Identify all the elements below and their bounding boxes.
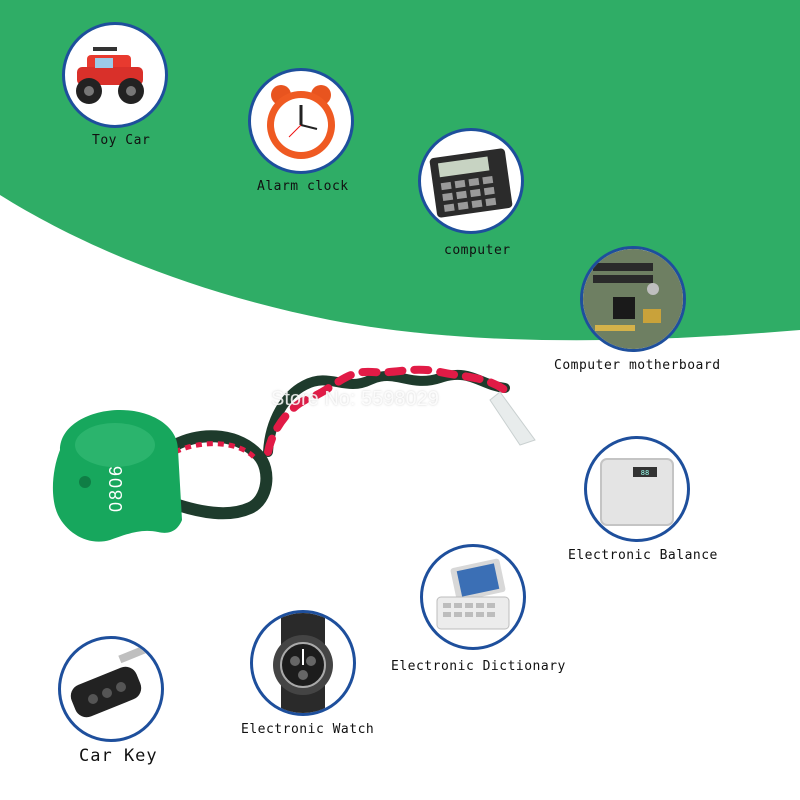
watch-circle	[250, 610, 356, 716]
label-dictionary: Electronic Dictionary	[391, 659, 566, 674]
alarm-clock-icon	[267, 85, 335, 159]
alarm-clock-circle	[248, 68, 354, 174]
battery-code: 0806	[106, 463, 126, 512]
calculator-circle	[418, 128, 524, 234]
balance-circle: 88	[584, 436, 690, 542]
watch-icon	[273, 613, 333, 713]
battery-code-wrap: 0806	[88, 452, 148, 512]
car-key-icon	[70, 645, 148, 718]
label-motherboard: Computer motherboard	[554, 358, 721, 373]
label-watch: Electronic Watch	[241, 722, 375, 737]
calculator-icon	[429, 148, 513, 218]
label-alarm-clock: Alarm clock	[257, 179, 349, 194]
svg-text:88: 88	[641, 469, 649, 477]
motherboard-circle	[580, 246, 686, 352]
toy-car-icon	[76, 47, 144, 104]
car-key-circle	[58, 636, 164, 742]
scale-icon: 88	[600, 458, 674, 526]
label-car-key: Car Key	[79, 746, 158, 766]
motherboard-icon	[583, 249, 683, 349]
store-watermark: Store No: 5598029	[271, 388, 439, 410]
label-computer: computer	[444, 243, 511, 258]
dictionary-icon	[436, 558, 510, 630]
dictionary-circle	[420, 544, 526, 650]
label-balance: Electronic Balance	[568, 548, 718, 563]
label-toy-car: Toy Car	[92, 133, 151, 148]
toy-car-circle	[62, 22, 168, 128]
